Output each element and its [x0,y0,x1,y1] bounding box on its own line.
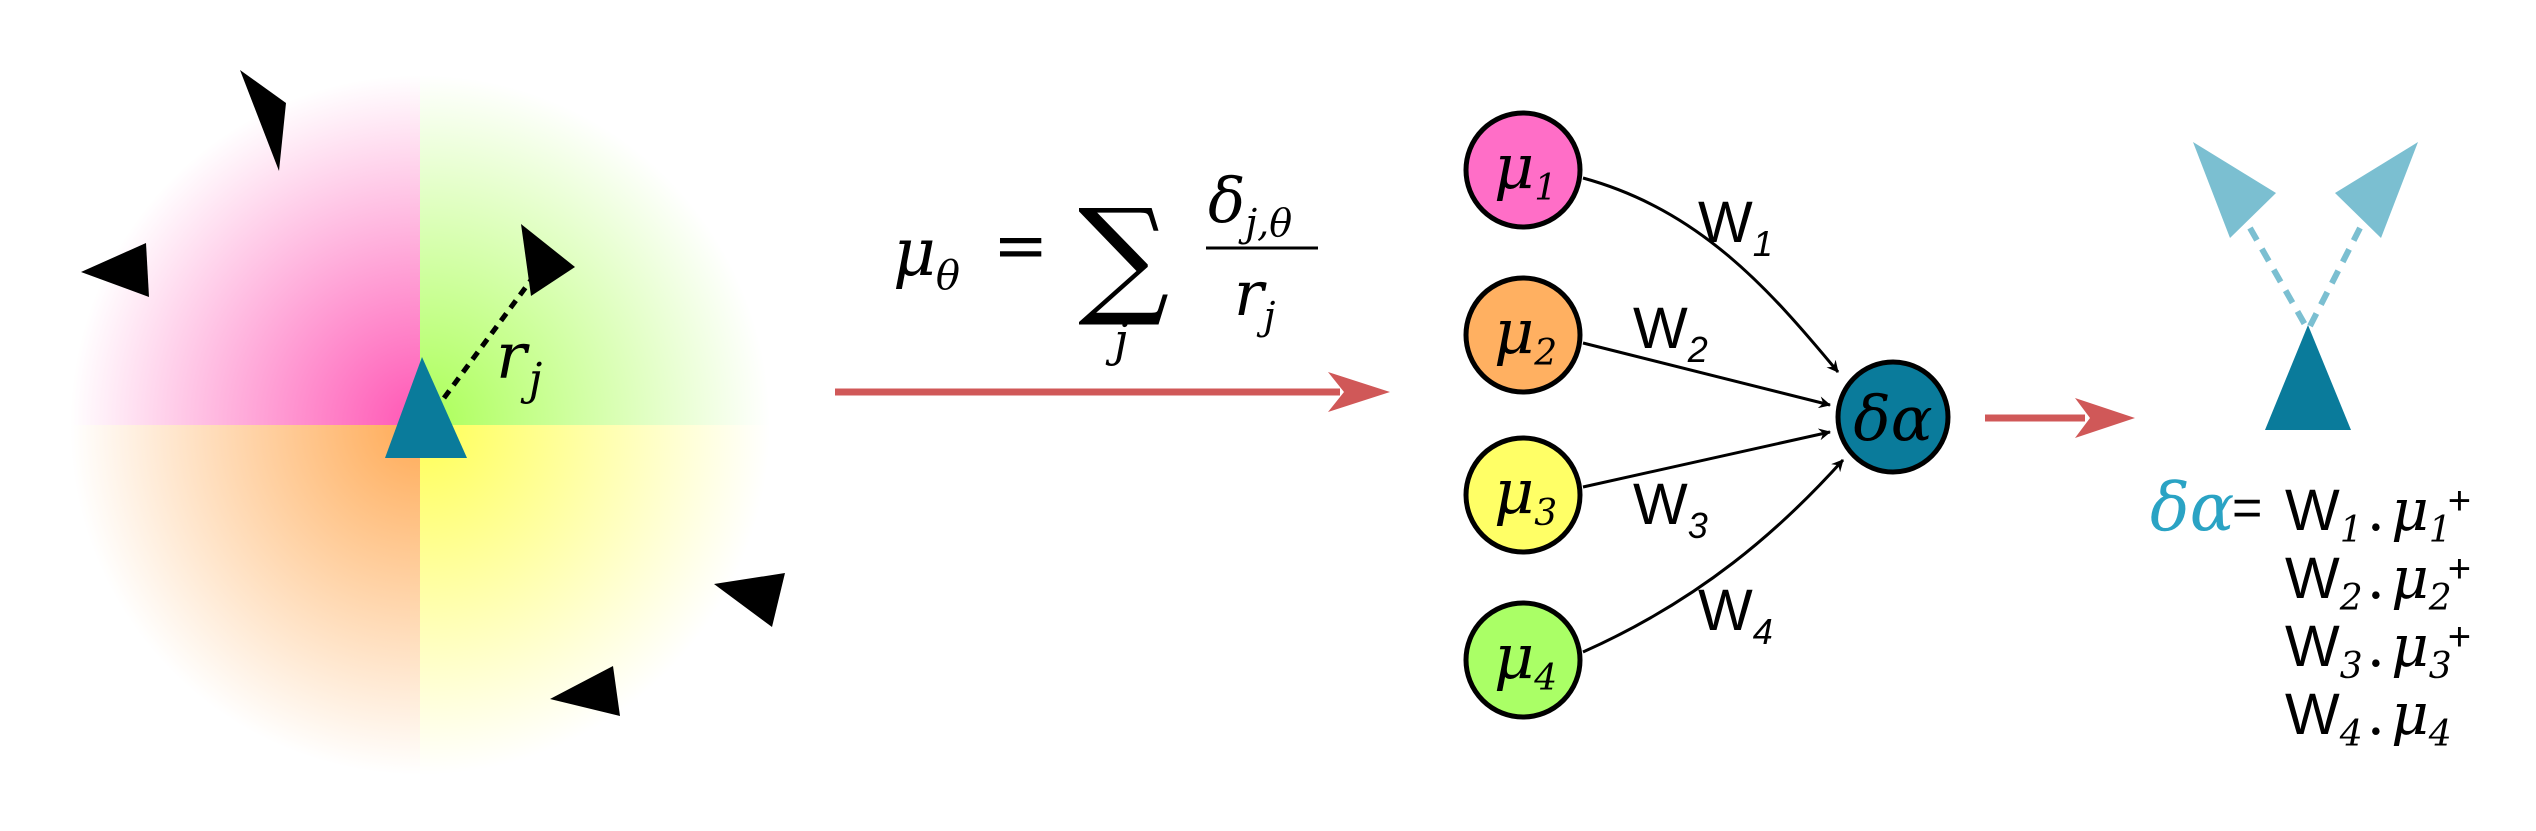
input-node-1: μ1 [1463,110,1583,230]
result-term-3: W3.μ3+ [2285,612,2471,687]
weight-label-2: W2 [1633,296,1708,370]
input-node-3: μ3 [1463,435,1583,555]
output-node-label: δα [1853,382,1932,455]
input-node-2: μ2 [1463,275,1583,395]
neighbor-agent-1 [240,70,286,171]
formula-sum-symbol: ∑ [1078,182,1169,331]
formula-equals: = [993,207,1048,284]
red-arrow-to-result [1985,398,2135,438]
distance-label: rj [496,320,542,405]
result-lhs: δα [2150,469,2234,546]
formula-numerator: δj,θ [1208,164,1292,245]
neighbor-agent-4 [714,573,785,627]
edge-w2 [1582,341,1831,409]
input-node-4: μ4 [1463,600,1583,720]
quadrant-bottom-right-yellow [420,425,770,775]
resulting-agent [2265,325,2351,430]
result-term-2: W2.μ2+ [2285,544,2471,619]
turn-option-right-agent [2335,142,2418,238]
result-equals: = [2232,479,2262,537]
red-arrow-to-network [835,372,1390,412]
turn-path-left [2247,226,2311,332]
input-node-2-label: μ2 [1494,295,1557,374]
result-formula: δα = W1.μ1+ W2.μ2+ W3.μ3+ W4.μ4 [2150,469,2471,755]
neighbor-agents [81,70,785,716]
input-node-1-label: μ1 [1494,130,1557,209]
edge-w4 [1582,458,1845,654]
turn-option-left-agent [2193,142,2276,238]
quadrant-top-left-pink [70,75,420,425]
weight-label-1: W1 [1698,190,1773,264]
edge-w3 [1582,428,1831,489]
edge-w1 [1582,176,1840,373]
quadrant-bottom-left-orange [70,425,420,775]
formula-denominator: rj [1234,257,1276,338]
weight-label-3: W3 [1633,472,1708,546]
turn-path-right [2305,226,2363,332]
network-edges [1582,176,1845,654]
neighbor-agent-2 [81,243,149,297]
input-node-3-label: μ3 [1494,455,1557,534]
output-node: δα [1835,359,1951,475]
input-node-4-label: μ4 [1494,620,1557,699]
input-nodes: μ1 μ2 μ3 μ4 [1463,110,1583,720]
result-term-4: W4.μ4 [2285,680,2452,755]
result-term-1: W1.μ1+ [2285,476,2471,551]
direction-sum-formula: μθ = ∑ j δj,θ rj [893,164,1318,367]
turn-options [2193,142,2418,430]
quadrant-top-right-green [420,75,770,425]
neighbor-agent-5 [550,666,620,716]
weight-label-4: W4 [1698,578,1773,652]
focal-agent [385,357,467,458]
neighborhood-field [70,75,770,775]
weight-labels: W1 W2 W3 W4 [1633,190,1773,652]
formula-lhs: μθ [893,214,960,299]
